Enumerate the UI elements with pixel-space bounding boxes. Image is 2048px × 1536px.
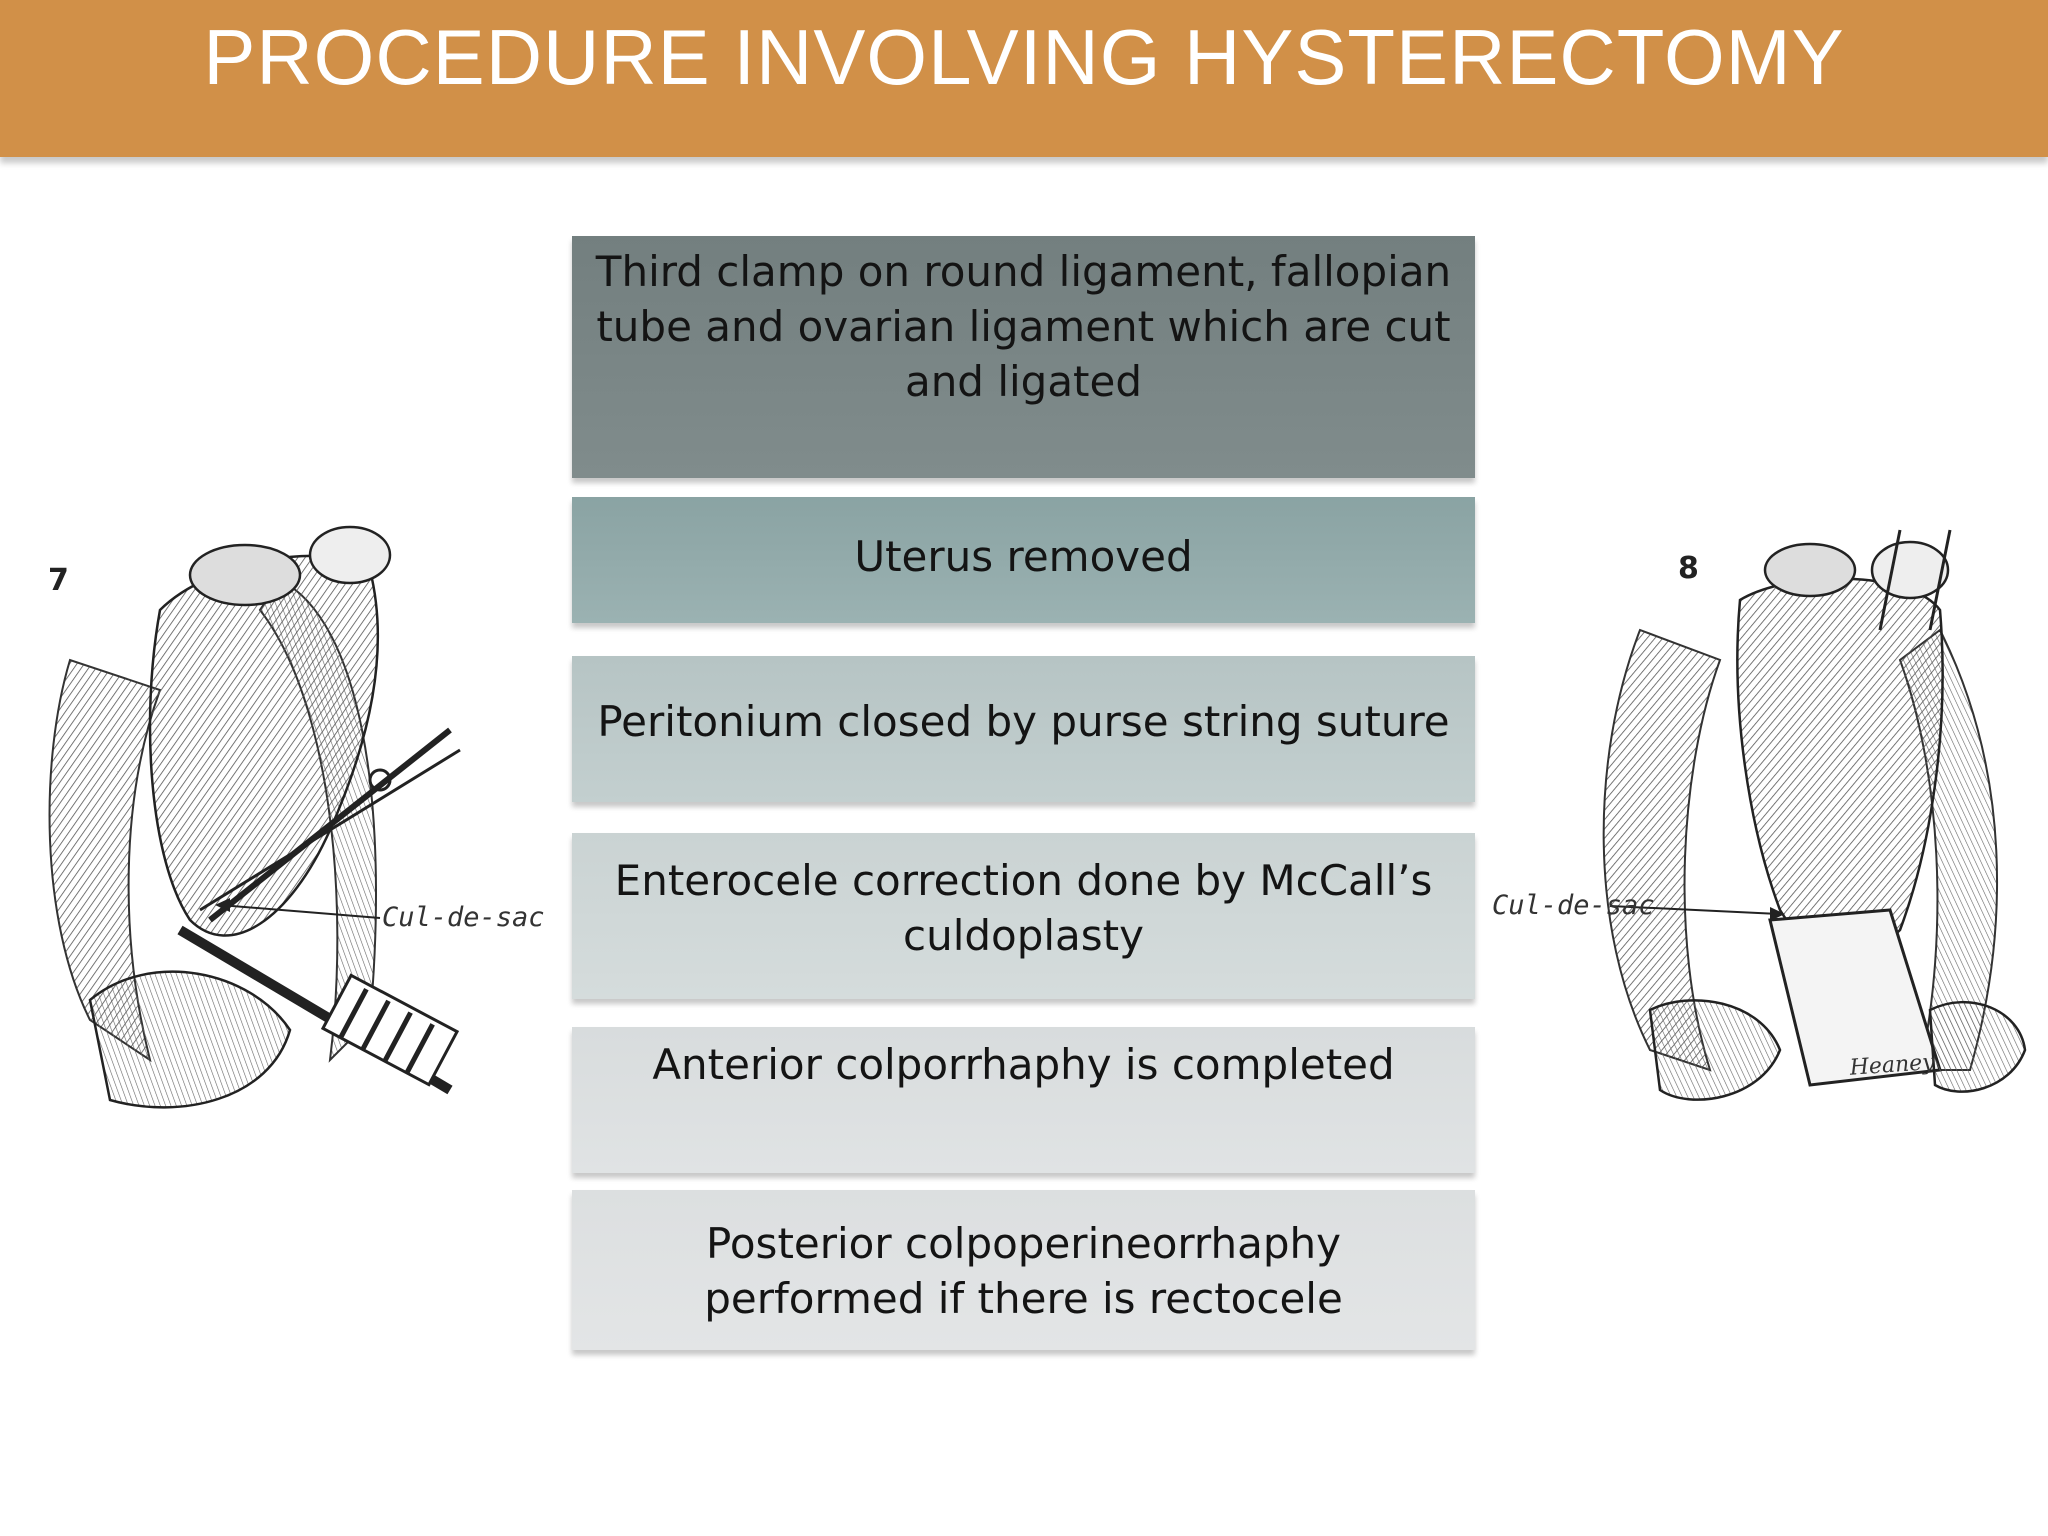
step-5-line-1: Anterior colporrhaphy is completed (652, 1040, 1395, 1089)
step-6-line-2: performed if there is rectocele (704, 1274, 1343, 1323)
step-6-box: Posterior colpoperineorrhaphy performed … (572, 1190, 1475, 1350)
figure-number: 8 (1678, 551, 1699, 586)
illustration-8-drawing: 8 Cul-de-sac Heaney (1492, 529, 2027, 1101)
step-2-line-1: Uterus removed (854, 532, 1193, 581)
step-4-line-2: culdoplasty (902, 911, 1144, 960)
step-6-line-1: Posterior colpoperineorrhaphy (706, 1219, 1341, 1268)
cul-de-sac-label: Cul-de-sac (1492, 890, 1655, 921)
step-1-box: Third clamp on round ligament, fallopian… (572, 236, 1475, 478)
cul-de-sac-label: Cul-de-sac (382, 902, 545, 933)
step-1-line-1: Third clamp on round ligament, fallopian (595, 247, 1452, 296)
illustrator-signature: Heaney (1848, 1050, 1936, 1081)
illustration-7-drawing: 7 Cul-de-sac (48, 525, 545, 1109)
step-3-line-1: Peritonium closed by purse string suture (597, 697, 1450, 746)
step-2-box: Uterus removed (572, 497, 1475, 623)
step-1-line-3: and ligated (904, 357, 1143, 406)
surgical-illustration-8: 8 Cul-de-sac Heaney (1480, 510, 2040, 1130)
step-4-box: Enterocele correction done by McCall’s c… (572, 833, 1475, 999)
step-5-box: Anterior colporrhaphy is completed (572, 1027, 1475, 1173)
title-banner: PROCEDURE INVOLVING HYSTERECTOMY (0, 0, 2048, 157)
slide-title: PROCEDURE INVOLVING HYSTERECTOMY (203, 13, 1845, 101)
figure-number: 7 (48, 563, 69, 598)
step-3-box: Peritonium closed by purse string suture (572, 656, 1475, 802)
step-4-line-1: Enterocele correction done by McCall’s (614, 856, 1433, 905)
step-1-line-2: tube and ovarian ligament which are cut (596, 302, 1451, 351)
surgical-illustration-7: 7 Cul-de-sac (30, 500, 570, 1140)
